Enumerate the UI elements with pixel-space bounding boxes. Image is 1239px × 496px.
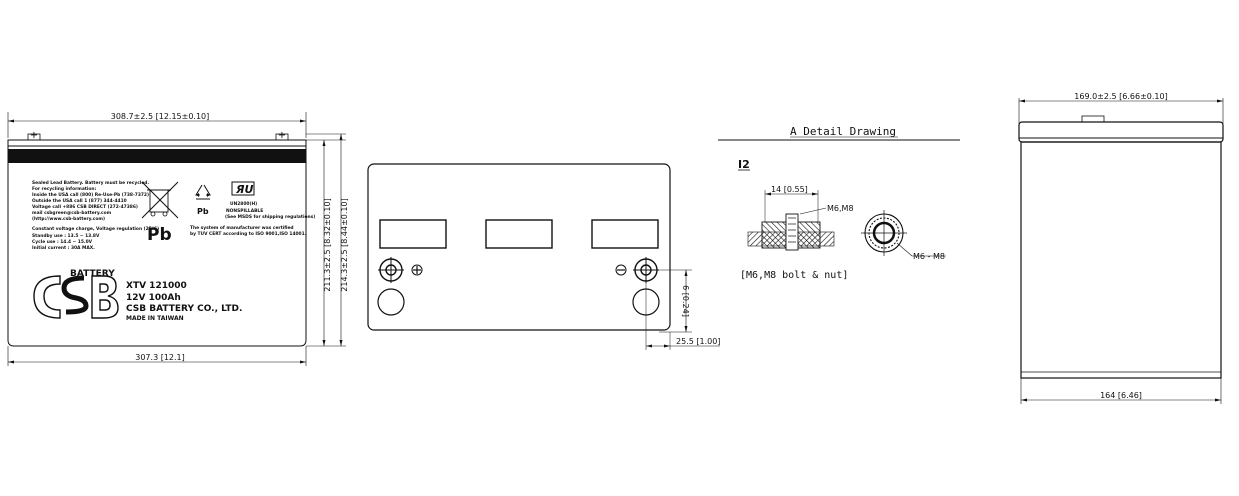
front-body-outline bbox=[7, 146, 307, 347]
front-terminal-negative: + bbox=[278, 130, 286, 141]
height-inner-label: 211.3±2.5 [8.32±0.10] bbox=[323, 198, 332, 291]
detail-callout-side: M6,M8 bbox=[827, 204, 854, 213]
svg-text:Standby use : 13.5 ~ 13.8V: Standby use : 13.5 ~ 13.8V bbox=[32, 233, 100, 239]
svg-text:(http://www.csb-battery.com): (http://www.csb-battery.com) bbox=[32, 216, 105, 222]
made-in: MADE IN TAIWAN bbox=[126, 315, 184, 322]
detail-callout-top: M6 - M8 bbox=[913, 252, 945, 261]
front-width-top-label: 308.7±2.5 [12.15±0.10] bbox=[111, 112, 210, 121]
side-body bbox=[1020, 141, 1222, 379]
svg-text:Inside the USA call (800) R: Inside the USA call (800) Re-Use-Pb (738… bbox=[32, 192, 149, 198]
svg-text:mail csbgreen@csb-battery.co: mail csbgreen@csb-battery.com bbox=[32, 210, 112, 216]
recycle-icon bbox=[195, 184, 211, 200]
terminal-top-view bbox=[861, 210, 946, 257]
shipping-note: (See MSDS for shipping regulations) bbox=[225, 214, 315, 220]
height-total-label: 214.3±2.5 [8.44±0.10] bbox=[340, 198, 349, 291]
company-name: CSB BATTERY CO., LTD. bbox=[126, 304, 242, 314]
side-width-top-label: 169.0±2.5 [6.66±0.10] bbox=[1074, 92, 1167, 101]
recycling-info: Sealed Lead Battery. Battery must be rec… bbox=[32, 180, 149, 222]
front-width-bottom-dimension: 307.3 [12.1] bbox=[7, 346, 307, 366]
svg-text:Cycle use : 14.4 ~ 15.0: Cycle use : 14.4 ~ 15.0V bbox=[32, 239, 93, 245]
top-terminal-left bbox=[377, 257, 423, 316]
svg-text:ЯU: ЯU bbox=[235, 183, 253, 196]
detail-code: I2 bbox=[738, 158, 750, 171]
terminal-section-view bbox=[747, 207, 835, 251]
front-height-dimensions: 211.3±2.5 [8.32±0.10] 214.3±2.5 [8.44±0.… bbox=[306, 133, 349, 347]
pb-recycle-label: Pb bbox=[197, 207, 209, 216]
terminal-dimensions: 6 [0.24] 25.5 [1.00] bbox=[645, 269, 720, 350]
nonspillable-label: NONSPILLABLE bbox=[226, 208, 263, 214]
iso-line-1: The system of manufacturer was certified bbox=[190, 225, 294, 231]
ul-logo-icon: ЯU bbox=[231, 181, 255, 196]
battery-word: BATTERY bbox=[70, 269, 115, 279]
crossed-bin-icon bbox=[141, 181, 179, 219]
charge-info: Constant voltage charge, Voltage regulat… bbox=[32, 226, 159, 251]
svg-text:Voltage call +886 CSB DIRECT: Voltage call +886 CSB DIRECT (272-47386) bbox=[32, 204, 138, 210]
side-view: 169.0±2.5 [6.66±0.10] 164 [6.46] bbox=[1018, 92, 1224, 404]
top-terminal-right bbox=[615, 257, 660, 316]
terminal-offset-label: 25.5 [1.00] bbox=[676, 337, 720, 346]
top-outline bbox=[367, 163, 671, 331]
front-view: 308.7±2.5 [12.15±0.10] + + Sealed Lead B… bbox=[7, 112, 349, 366]
side-lid bbox=[1018, 121, 1224, 143]
svg-text:Initial current : 30A MAX.: Initial current : 30A MAX. bbox=[32, 245, 95, 251]
svg-text:For recycling information:: For recycling information: bbox=[32, 186, 97, 192]
csb-logo bbox=[33, 275, 119, 319]
front-lid bbox=[7, 139, 307, 147]
minus-symbol-icon bbox=[615, 264, 627, 276]
detail-drawing: A Detail Drawing I2 14 [0.55] M6,M8 bbox=[718, 125, 960, 281]
front-width-bottom-label: 307.3 [12.1] bbox=[135, 353, 185, 362]
front-lid-band bbox=[8, 149, 306, 163]
top-view: 6 [0.24] 25.5 [1.00] bbox=[367, 163, 720, 350]
pb-crossed-label: Pb bbox=[147, 225, 172, 245]
detail-caption: [M6,M8 bolt & nut] bbox=[740, 270, 848, 281]
svg-text:Sealed Lead Battery. Battery m: Sealed Lead Battery. Battery must be rec… bbox=[32, 180, 149, 186]
detail-width-label: 14 [0.55] bbox=[771, 185, 808, 194]
front-width-top-dimension: 308.7±2.5 [12.15±0.10] bbox=[7, 112, 307, 138]
front-terminals: + + bbox=[27, 130, 289, 141]
model-number: XTV 121000 bbox=[126, 281, 187, 291]
svg-text:Constant voltage charge, Volta: Constant voltage charge, Voltage regulat… bbox=[32, 226, 159, 232]
svg-text:Outside the USA call 1 (877) 3: Outside the USA call 1 (877) 344-4410 bbox=[32, 198, 127, 204]
side-width-bottom-label: 164 [6.46] bbox=[1100, 391, 1142, 400]
side-width-bottom-dimension: 164 [6.46] bbox=[1020, 378, 1222, 404]
side-width-top-dimension: 169.0±2.5 [6.66±0.10] bbox=[1018, 92, 1224, 124]
un-number: UN2800(H) bbox=[230, 201, 257, 207]
iso-line-2: by TUV CERT according to ISO 9001,ISO 14… bbox=[190, 231, 307, 237]
front-terminal-positive: + bbox=[30, 130, 38, 141]
detail-title: A Detail Drawing bbox=[790, 125, 896, 138]
plus-symbol-icon bbox=[411, 264, 423, 276]
terminal-height-label: 6 [0.24] bbox=[681, 285, 690, 317]
vent-cap-left bbox=[379, 219, 447, 249]
vent-cap-center bbox=[485, 219, 553, 249]
vent-cap-right bbox=[591, 219, 659, 249]
rating: 12V 100Ah bbox=[126, 293, 181, 303]
